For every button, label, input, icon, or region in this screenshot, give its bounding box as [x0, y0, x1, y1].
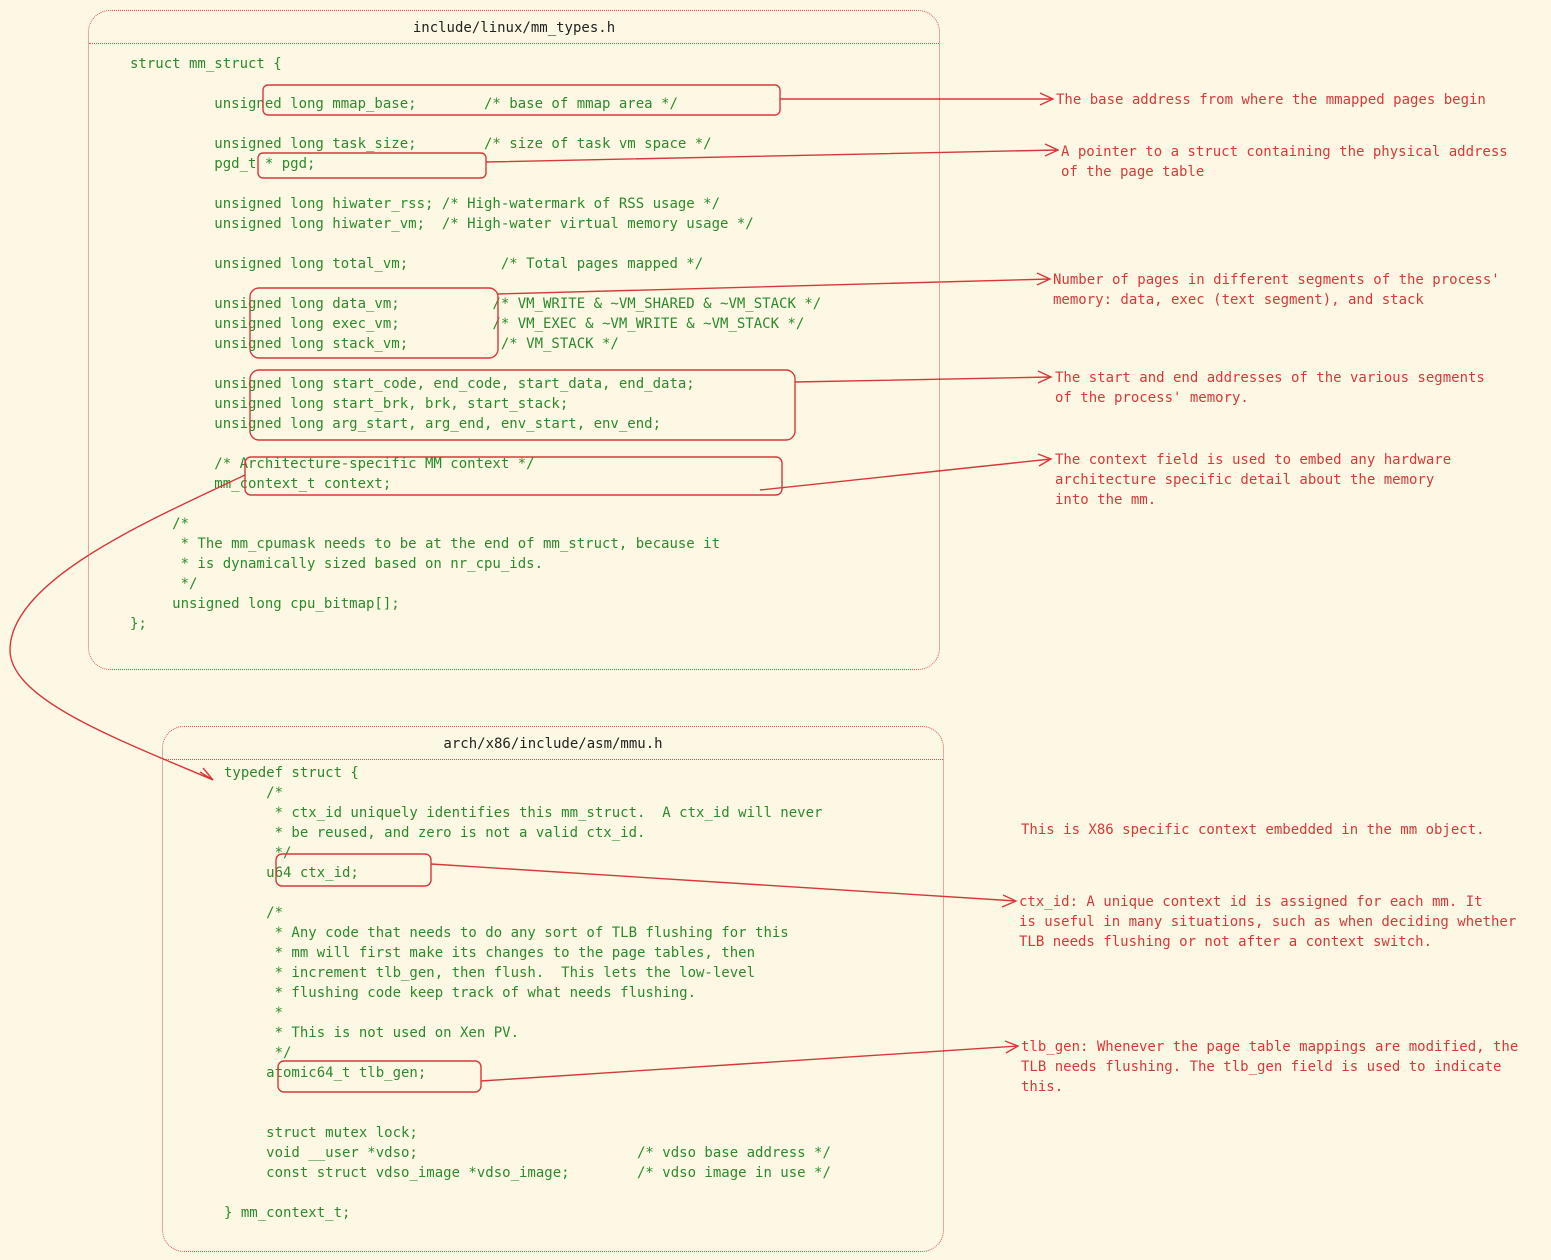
- code-line: [130, 174, 821, 194]
- code-line: unsigned long arg_start, arg_end, env_st…: [130, 416, 662, 432]
- code-line: * increment tlb_gen, then flush. This le…: [224, 965, 756, 981]
- code-line: unsigned long start_code, end_code, star…: [130, 376, 695, 392]
- code-line: /* Architecture-specific MM context */: [130, 456, 535, 472]
- code-line: struct mm_struct {: [130, 56, 282, 72]
- code-line: [224, 1103, 831, 1123]
- annotation-segments: The start and end addresses of the vario…: [1055, 370, 1485, 406]
- annotation-tlb-gen: tlb_gen: Whenever the page table mapping…: [1021, 1039, 1519, 1095]
- code-line: typedef struct {: [224, 765, 359, 781]
- code-line: unsigned long exec_vm; /* VM_EXEC & ~VM_…: [130, 316, 805, 332]
- code-line: [130, 74, 821, 94]
- mmu-panel: arch/x86/include/asm/mmu.h: [162, 726, 944, 1252]
- code-line: const struct vdso_image *vdso_image; /* …: [224, 1165, 831, 1181]
- code-line: atomic64_t tlb_gen;: [224, 1065, 427, 1081]
- panel-title: include/linux/mm_types.h: [89, 11, 939, 44]
- code-line: unsigned long stack_vm; /* VM_STACK */: [130, 336, 619, 352]
- code-line: [224, 883, 831, 903]
- code-line: */: [224, 845, 292, 861]
- code-line: /*: [224, 905, 284, 921]
- code-line: */: [130, 576, 198, 592]
- code-line: mm_context_t context;: [130, 476, 392, 492]
- code-line: */: [224, 1045, 292, 1061]
- code-line: [130, 494, 821, 514]
- annotation-ctx-id: ctx_id: A unique context id is assigned …: [1019, 894, 1517, 950]
- annotation-x86-context: This is X86 specific context embedded in…: [1021, 822, 1485, 838]
- code-line: * be reused, and zero is not a valid ctx…: [224, 825, 646, 841]
- code-line: } mm_context_t;: [224, 1205, 351, 1221]
- code-line: * ctx_id uniquely identifies this mm_str…: [224, 805, 823, 821]
- code-line: * is dynamically sized based on nr_cpu_i…: [130, 556, 544, 572]
- annotation-pgd: A pointer to a struct containing the phy…: [1061, 144, 1508, 180]
- code-line: u64 ctx_id;: [224, 865, 359, 881]
- code-line: [130, 234, 821, 254]
- code-line: unsigned long hiwater_rss; /* High-water…: [130, 196, 721, 212]
- code-line: [224, 1083, 831, 1103]
- mm-struct-code: struct mm_struct { unsigned long mmap_ba…: [130, 54, 821, 634]
- code-line: };: [130, 616, 147, 632]
- code-line: [130, 434, 821, 454]
- code-line: unsigned long total_vm; /* Total pages m…: [130, 256, 704, 272]
- code-line: /*: [224, 785, 284, 801]
- panel-title: arch/x86/include/asm/mmu.h: [163, 727, 943, 760]
- code-line: struct mutex lock;: [224, 1125, 418, 1141]
- code-line: * mm will first make its changes to the …: [224, 945, 756, 961]
- code-line: [130, 114, 821, 134]
- mm-types-panel: include/linux/mm_types.h: [88, 10, 940, 670]
- mm-context-code: typedef struct { /* * ctx_id uniquely id…: [224, 763, 831, 1223]
- code-line: unsigned long start_brk, brk, start_stac…: [130, 396, 569, 412]
- code-line: /*: [130, 516, 190, 532]
- code-line: * Any code that needs to do any sort of …: [224, 925, 789, 941]
- code-line: unsigned long data_vm; /* VM_WRITE & ~VM…: [130, 296, 822, 312]
- code-line: * The mm_cpumask needs to be at the end …: [130, 536, 721, 552]
- code-line: * This is not used on Xen PV.: [224, 1025, 520, 1041]
- code-line: unsigned long hiwater_vm; /* High-water …: [130, 216, 754, 232]
- code-line: unsigned long mmap_base; /* base of mmap…: [130, 96, 678, 112]
- code-line: unsigned long cpu_bitmap[];: [130, 596, 400, 612]
- annotation-context: The context field is used to embed any h…: [1055, 452, 1452, 508]
- annotation-vm-counts: Number of pages in different segments of…: [1053, 272, 1500, 308]
- annotation-mmap-base: The base address from where the mmapped …: [1056, 92, 1486, 108]
- code-line: unsigned long task_size; /* size of task…: [130, 136, 712, 152]
- code-line: *: [224, 1005, 284, 1021]
- code-line: [130, 274, 821, 294]
- code-line: [224, 1183, 831, 1203]
- code-line: [130, 354, 821, 374]
- code-line: * flushing code keep track of what needs…: [224, 985, 697, 1001]
- code-line: void __user *vdso; /* vdso base address …: [224, 1145, 831, 1161]
- code-line: pgd_t * pgd;: [130, 156, 316, 172]
